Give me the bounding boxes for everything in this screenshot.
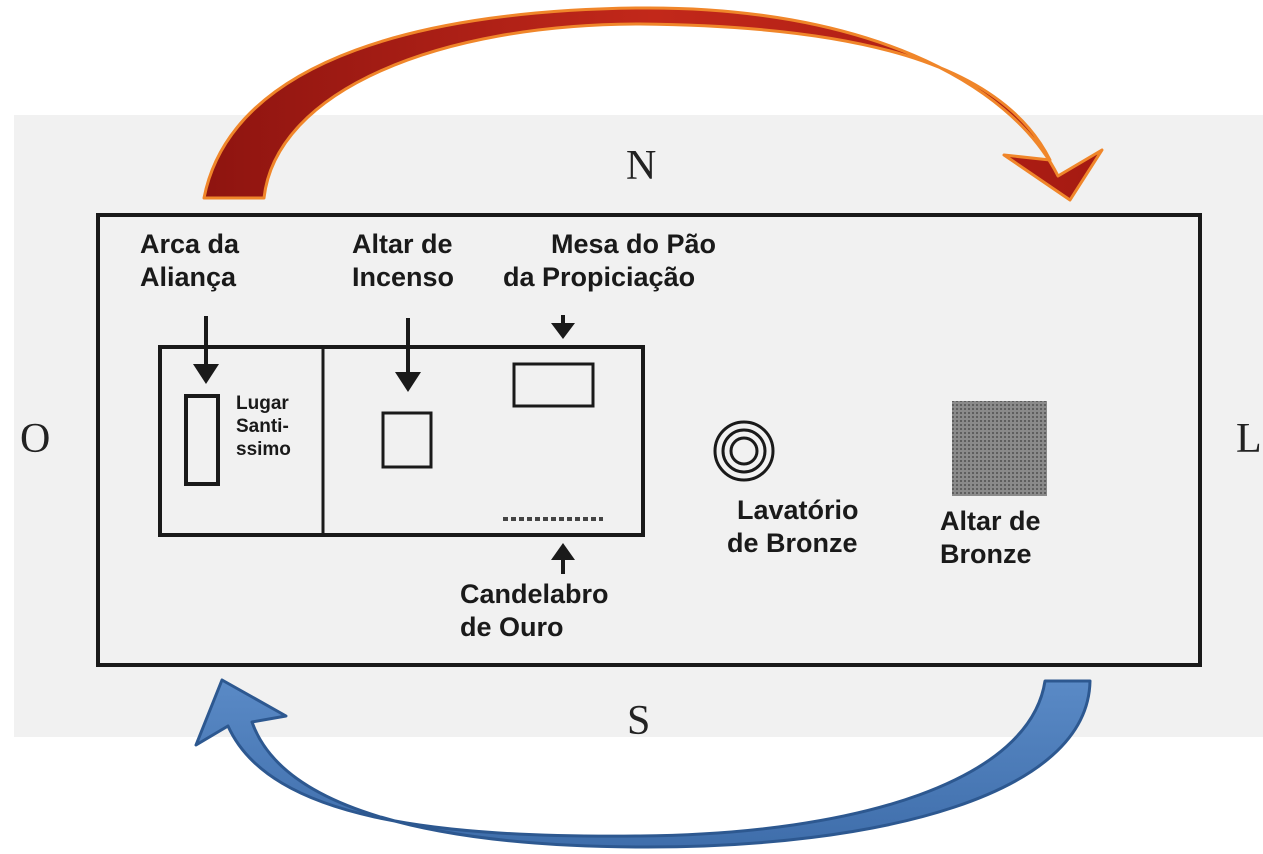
lugar-santissimo-line1: Lugar bbox=[236, 393, 289, 414]
candelabro-label-line1: Candelabro bbox=[460, 579, 609, 609]
altar-incenso-label-line2: Incenso bbox=[352, 261, 455, 292]
north-curved-arrow bbox=[202, 6, 1104, 202]
arca-label: Arca da Aliança bbox=[140, 228, 239, 294]
bread-table-shape bbox=[512, 362, 595, 408]
altar-incenso-label-line1: Altar de bbox=[352, 229, 453, 259]
altar-bronze-label-line1: Altar de bbox=[940, 506, 1041, 536]
tabernacle-outline bbox=[158, 345, 645, 537]
lavatorio-label: Lavatório de Bronze bbox=[727, 494, 859, 560]
compass-east: L bbox=[1236, 416, 1262, 462]
diagram-background bbox=[14, 115, 1263, 737]
candelabro-pointer-arrow bbox=[551, 543, 575, 574]
compass-west: O bbox=[20, 416, 51, 462]
courtyard-outline bbox=[96, 213, 1202, 667]
lugar-santissimo-line3: ssimo bbox=[236, 439, 291, 461]
incense-altar-shape bbox=[381, 411, 433, 469]
arca-label-line2: Aliança bbox=[140, 261, 237, 292]
candelabro-label: Candelabro de Ouro bbox=[460, 578, 609, 644]
altar-bronze-label: Altar de Bronze bbox=[940, 505, 1041, 571]
altar-bronze-label-line2: Bronze bbox=[940, 538, 1032, 569]
arca-pointer-arrow bbox=[193, 316, 219, 384]
compass-north: N bbox=[626, 143, 657, 189]
mesa-label: Mesa do Pão da Propiciação bbox=[503, 228, 716, 294]
mesa-label-line2: da Propiciação bbox=[503, 261, 696, 292]
laver-shape bbox=[713, 420, 775, 482]
mesa-label-line1: Mesa do Pão bbox=[551, 229, 717, 259]
incenso-pointer-arrow bbox=[395, 318, 421, 392]
south-curved-arrow bbox=[194, 678, 1092, 849]
compass-south: S bbox=[627, 698, 651, 744]
bronze-altar-shape bbox=[952, 401, 1047, 496]
candelabro-label-line2: de Ouro bbox=[460, 611, 564, 642]
lavatorio-label-line2: de Bronze bbox=[727, 527, 858, 558]
lugar-santissimo-label: Lugar Santi- ssimo bbox=[236, 392, 291, 462]
lavatorio-label-line1: Lavatório bbox=[737, 495, 859, 525]
altar-incenso-label: Altar de Incenso bbox=[352, 228, 454, 294]
ark-shape bbox=[184, 394, 220, 486]
lugar-santissimo-line2: Santi- bbox=[236, 416, 289, 438]
mesa-pointer-arrow bbox=[551, 315, 575, 339]
arca-label-line1: Arca da bbox=[140, 229, 240, 259]
